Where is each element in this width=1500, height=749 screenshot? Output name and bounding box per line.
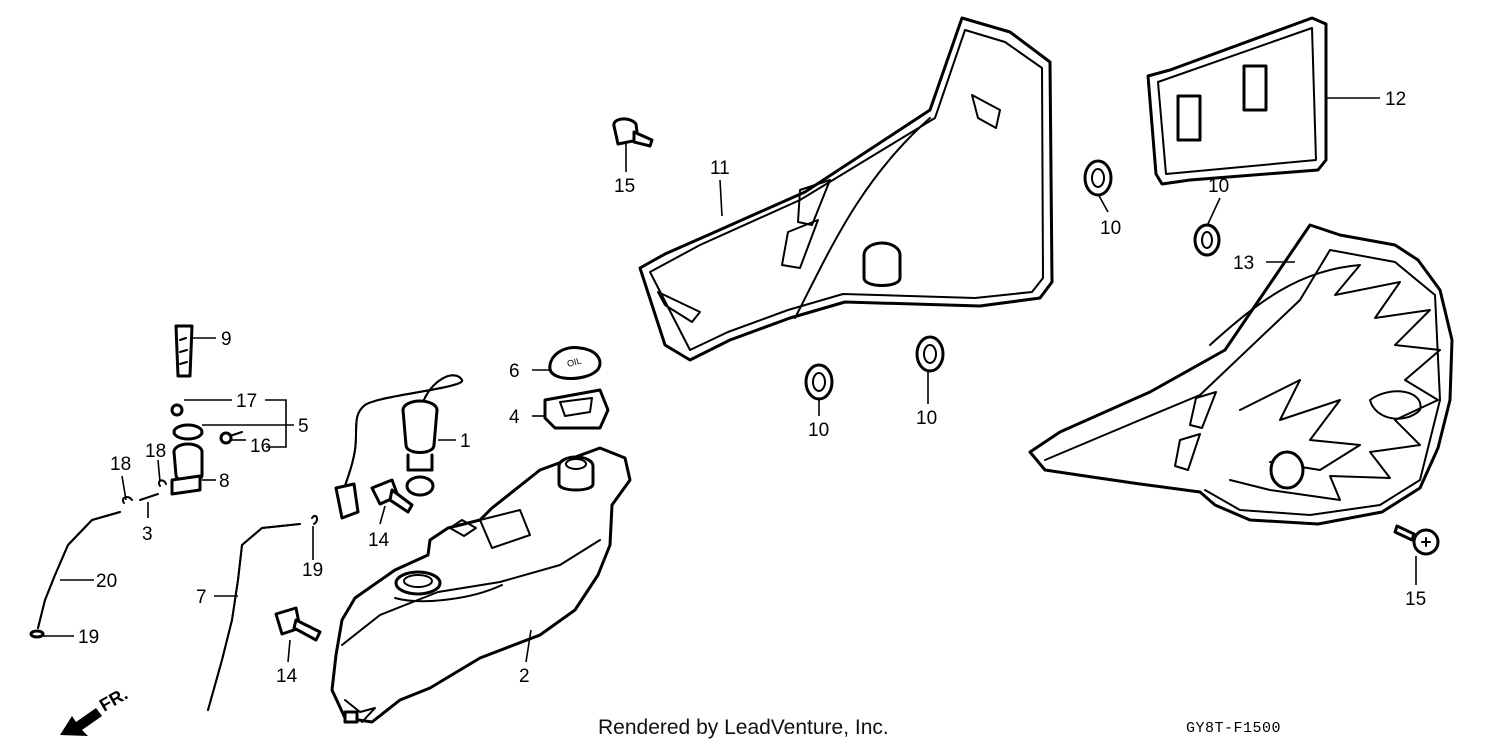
callout-4: 4 [509,407,520,428]
hose-clips[interactable] [122,479,167,504]
callout-20: 20 [96,571,117,592]
front-label: FR. [96,684,131,716]
callout-7: 7 [196,587,207,608]
drain-hose[interactable] [207,514,319,711]
callout-6: 6 [509,361,520,382]
cap-label: OIL [566,356,583,369]
grommet-10b[interactable] [1193,223,1221,257]
callout-10c: 10 [808,420,829,441]
grommet-10a[interactable] [1083,159,1113,197]
fitting-assembly[interactable] [170,403,243,496]
diagram-code: GY8T-F1500 [1186,720,1282,737]
grommet-10c[interactable] [804,363,834,401]
oil-strainer[interactable] [174,324,194,378]
callout-9: 9 [221,329,232,350]
callout-15b: 15 [1405,589,1426,610]
callout-2: 2 [519,666,530,687]
emblem-plate[interactable] [1146,16,1328,186]
callout-13: 13 [1233,253,1254,274]
callout-3: 3 [142,524,153,545]
front-direction-arrow: FR. [60,684,131,736]
callout-5: 5 [298,416,309,437]
callout-10a: 10 [1100,218,1121,239]
bolt-14b[interactable] [274,606,322,642]
credit-text: Rendered by LeadVenture, Inc. [598,716,889,739]
callout-14b: 14 [276,666,298,687]
side-cover-left[interactable] [638,16,1054,362]
side-cover-right[interactable] [1028,223,1454,526]
callout-8: 8 [219,471,230,492]
bolt-14a[interactable] [370,478,414,514]
oil-tank[interactable] [330,446,632,724]
callout-19a: 19 [78,627,99,648]
grommet-10d[interactable] [915,335,945,373]
screw-15b[interactable] [1393,524,1440,556]
callout-labels: 9 17 5 16 8 18 18 3 20 19 7 19 1 14 14 2… [78,89,1426,687]
cap-holder[interactable] [543,388,610,430]
callout-15a: 15 [614,176,635,197]
callout-19b: 19 [302,560,323,581]
callout-18a: 18 [110,454,131,475]
callout-11: 11 [710,158,730,179]
callout-12: 12 [1385,89,1406,110]
breather-hose[interactable] [29,511,121,639]
oil-level-sensor[interactable] [334,374,464,520]
callout-16: 16 [250,436,271,457]
callout-18b: 18 [145,441,166,462]
oil-cap[interactable]: OIL [548,345,602,380]
callout-10d: 10 [916,408,937,429]
callout-14a: 14 [368,530,390,551]
screw-15a[interactable] [612,117,654,148]
leader-lines [43,97,1417,663]
callout-1: 1 [460,431,471,452]
callout-10b: 10 [1208,176,1229,197]
callout-17: 17 [236,391,257,412]
